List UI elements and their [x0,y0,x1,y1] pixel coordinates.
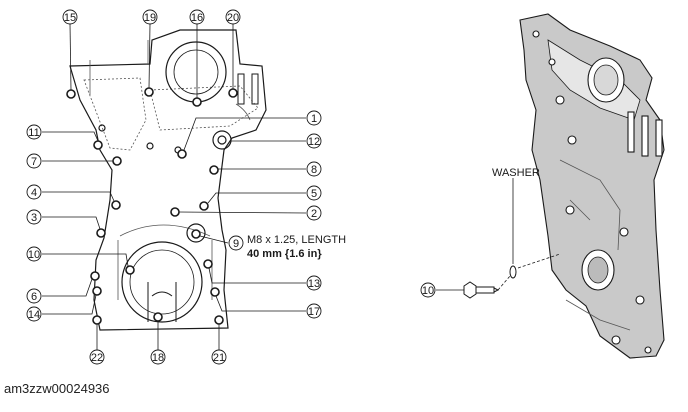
callout-1: 1 [311,113,317,125]
bolt-13 [203,259,213,269]
bolt-21 [214,315,224,325]
bolt-1 [177,149,187,159]
bolt-8 [209,165,219,175]
callout-2: 2 [311,208,317,220]
bolt-5 [199,201,209,211]
callout-9: 9 [233,238,239,250]
callout-21: 21 [213,352,225,364]
callout-11: 11 [28,127,39,139]
bolt-18 [153,312,163,322]
callout-10: 10 [28,249,40,261]
callout-17: 17 [308,306,320,318]
callout-numbers: 15 19 16 20 11 7 4 3 10 6 14 1 12 8 5 2 … [28,12,320,364]
callout-12: 12 [308,136,320,148]
callout-4: 4 [31,187,37,199]
figure-id: am3zzw00024936 [4,381,110,396]
bolt-11 [93,140,103,150]
bolt-22 [92,315,102,325]
callout-16: 16 [191,12,203,24]
callout-3: 3 [31,212,37,224]
callout-18: 18 [152,352,164,364]
callout-14: 14 [28,309,40,321]
leader-lines [42,23,307,350]
spec-line-1: M8 x 1.25, LENGTH [247,234,346,246]
callout-13: 13 [308,278,320,290]
bolt-6 [90,271,100,281]
spec-line-2: 40 mm {1.6 in} [247,248,322,260]
callout-7: 7 [31,156,37,168]
callout-5: 5 [311,188,317,200]
bolt-16 [192,97,202,107]
bolt-10 [125,265,135,275]
bolt-15 [66,89,76,99]
callouts [26,9,322,365]
callout-15: 15 [64,12,76,24]
callout-8: 8 [311,164,317,176]
bolt-2 [170,207,180,217]
callout-right-10: 10 [422,285,434,297]
bolt-7 [112,156,122,166]
callout-6: 6 [31,291,37,303]
cover-front-view [69,29,267,331]
bolt-3 [96,228,106,238]
callout-right-10-circle [420,282,436,298]
bolt-20 [228,88,238,98]
bolt-4 [111,200,121,210]
callout-19: 19 [144,12,156,24]
bolt-9 [191,229,201,239]
cover-3d-view [519,13,665,359]
callout-20: 20 [227,12,239,24]
bolt-17 [210,287,220,297]
bolt-10-exploded [463,178,561,299]
bolt-19 [144,87,154,97]
bolt-14 [92,286,102,296]
washer-label: WASHER [492,167,540,179]
callout-22: 22 [91,352,103,364]
